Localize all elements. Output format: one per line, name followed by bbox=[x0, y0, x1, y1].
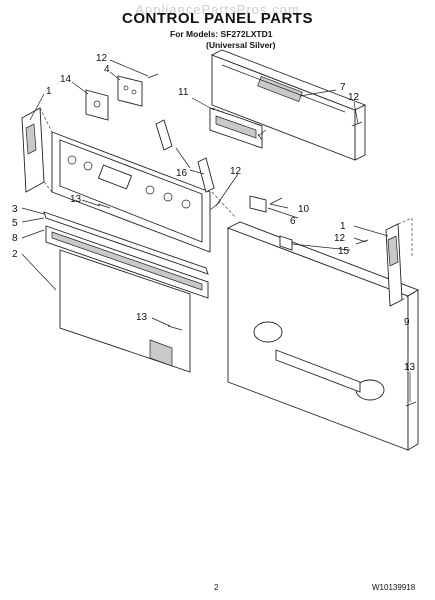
clips-part-16 bbox=[155, 119, 215, 193]
clip-part-15 bbox=[279, 235, 293, 251]
channel-part-8 bbox=[45, 225, 209, 299]
bracket-plate-part-4 bbox=[117, 75, 143, 107]
page-number: 2 bbox=[214, 583, 219, 592]
callout-12-right: 12 bbox=[348, 92, 360, 103]
right-end-cap-part-1 bbox=[385, 223, 403, 307]
leader-lines bbox=[21, 59, 411, 402]
trim-strip-part-5 bbox=[43, 211, 209, 275]
lower-panel-part-2 bbox=[59, 249, 191, 373]
alignment-lines bbox=[39, 107, 413, 301]
callout-12-mid: 12 bbox=[230, 166, 242, 177]
callout-13-bottom: 13 bbox=[136, 312, 148, 323]
document-number: W10139918 bbox=[372, 583, 416, 592]
electronic-control-part-11 bbox=[209, 107, 263, 149]
callout-9: 9 bbox=[404, 317, 410, 328]
callout-2: 2 bbox=[12, 249, 18, 260]
rear-bracket-part-7 bbox=[210, 49, 367, 161]
callout-3: 3 bbox=[12, 204, 18, 215]
callout-13-right: 13 bbox=[404, 362, 416, 373]
callout-12-bracket: 12 bbox=[334, 233, 346, 244]
callout-7: 7 bbox=[340, 82, 346, 93]
callout-6: 6 bbox=[290, 216, 296, 227]
callout-10: 10 bbox=[298, 204, 310, 215]
callout-16: 16 bbox=[176, 168, 188, 179]
bracket-part-6 bbox=[249, 195, 267, 213]
watermark: AppliancePartsPros.com bbox=[135, 2, 300, 17]
models-line: For Models: SF272LXTD1 bbox=[170, 29, 273, 39]
callout-1-right: 1 bbox=[340, 221, 346, 232]
callout-8: 8 bbox=[12, 233, 18, 244]
left-end-cap-part-1 bbox=[21, 107, 45, 193]
callout-13-top: 13 bbox=[70, 194, 82, 205]
callout-4: 4 bbox=[104, 64, 110, 75]
back-panel-part-9 bbox=[226, 221, 420, 451]
callout-15: 15 bbox=[338, 246, 350, 257]
finish-line: (Universal Silver) bbox=[206, 40, 276, 50]
callout-12-top: 12 bbox=[96, 53, 108, 64]
callout-14: 14 bbox=[60, 74, 72, 85]
screws bbox=[97, 73, 417, 407]
callout-labels: 1 14 4 12 11 7 12 16 12 3 13 5 8 2 13 10… bbox=[12, 53, 416, 373]
page-title: CONTROL PANEL PARTS bbox=[122, 10, 313, 27]
callout-11: 11 bbox=[178, 87, 189, 98]
mounting-plate-part-14 bbox=[85, 89, 109, 121]
callout-1-left: 1 bbox=[46, 86, 52, 97]
control-panel-part-3 bbox=[51, 131, 211, 253]
callout-5: 5 bbox=[12, 218, 18, 229]
